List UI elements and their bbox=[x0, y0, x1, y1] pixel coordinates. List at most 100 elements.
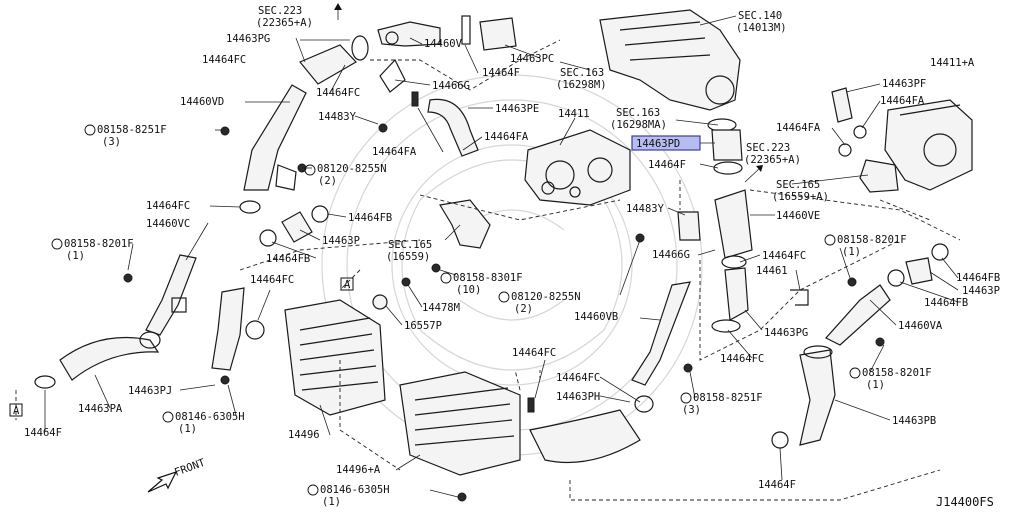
leader-lines bbox=[44, 15, 959, 498]
label-14463PE: 14463PE bbox=[495, 103, 539, 115]
hose-14463PB bbox=[799, 349, 836, 446]
label-14460V: 14460V bbox=[424, 38, 463, 50]
clamp-14464FA-c bbox=[707, 118, 737, 132]
label-bolt-08158-8251F-b: 08158-8251F bbox=[693, 392, 763, 404]
label-bolt-08158-8201F-c: 08158-8201F bbox=[862, 367, 932, 379]
hose-14463PG-b bbox=[724, 267, 749, 321]
assembly-lines bbox=[15, 39, 961, 501]
label-14483Y-b: 14483Y bbox=[626, 203, 665, 215]
label-14463PC: 14463PC bbox=[510, 53, 554, 65]
clamp-14464FB-a bbox=[311, 205, 329, 223]
label-14460VE: 14460VE bbox=[776, 210, 820, 222]
pipe-14460VB bbox=[631, 281, 691, 386]
arrows bbox=[147, 3, 763, 493]
bolt-08120-8255N-b bbox=[635, 233, 645, 243]
label-14463PJ: 14463PJ bbox=[128, 385, 172, 397]
label-14460VB: 14460VB bbox=[574, 311, 618, 323]
part-labels: SEC.223 (22365+A) 14463PG 14460V 14463PC… bbox=[13, 5, 1000, 508]
bolt-08158-8201F-c bbox=[875, 337, 885, 347]
label-16557P: 16557P bbox=[404, 320, 442, 332]
clamp-14464FC-d bbox=[721, 255, 747, 269]
clamp-14464F-c bbox=[34, 375, 56, 389]
label-14464FC-g: 14464FC bbox=[512, 347, 556, 359]
bolt-08158-8251F-b bbox=[683, 363, 693, 373]
gasket-14466G bbox=[379, 58, 406, 93]
ring-14464F bbox=[461, 15, 471, 45]
label-bolt-08158-8301F-qty: (10) bbox=[456, 284, 481, 296]
label-14411: 14411 bbox=[558, 108, 590, 120]
label-14483Y-a: 14483Y bbox=[318, 111, 357, 123]
label-bolt-08120-8255N-a: 08120-8255N bbox=[317, 163, 387, 175]
hose-14463PJ bbox=[211, 287, 245, 371]
label-sec163-a-sub: (16298M) bbox=[556, 79, 607, 91]
label-sec163-b: SEC.163 bbox=[616, 107, 660, 119]
pipe-14460VD bbox=[243, 84, 307, 191]
bolt-08146-6305H-a bbox=[220, 375, 230, 385]
pipe-sec165 bbox=[439, 199, 491, 249]
label-sec163-b-sub: (16298MA) bbox=[610, 119, 667, 131]
label-14464FA-d: 14464FA bbox=[484, 131, 529, 143]
label-bolt-08158-8201F-a: 08158-8201F bbox=[64, 238, 134, 250]
label-14464FC-f: 14464FC bbox=[720, 353, 764, 365]
label-sec140-sub: (14013M) bbox=[736, 22, 787, 34]
clip-14464FC-g bbox=[527, 397, 535, 413]
label-14464FB-d: 14464FB bbox=[924, 297, 968, 309]
hose-14463PA bbox=[59, 336, 160, 381]
label-sec223-top-sub: (22365+A) bbox=[256, 17, 313, 29]
b-circle-icon bbox=[307, 484, 319, 496]
label-bolt-08158-8201F-a-qty: (1) bbox=[66, 250, 85, 262]
label-14464FC-h: 14464FC bbox=[556, 372, 600, 384]
hose-14463P-a bbox=[281, 211, 313, 243]
diagram-id: J14400FS bbox=[936, 495, 994, 509]
label-14463PB: 14463PB bbox=[892, 415, 936, 427]
bolt-08158-8251F-a bbox=[220, 126, 230, 136]
label-sec165-a-sub: (16559+A) bbox=[772, 191, 829, 203]
b-circle-icon bbox=[304, 164, 316, 176]
front-arrow-icon bbox=[147, 470, 178, 493]
fitting-sec165-right bbox=[859, 159, 899, 193]
clip-14464FA bbox=[411, 91, 419, 107]
hose-14463PH bbox=[529, 409, 641, 464]
label-14464FA-a: 14464FA bbox=[880, 95, 925, 107]
label-14463P-b: 14463P bbox=[962, 285, 1000, 297]
ref-box-a-left bbox=[9, 403, 23, 417]
hose-14463PC bbox=[479, 17, 517, 51]
turbo-14411A bbox=[884, 99, 973, 191]
bolt-08158-8301F bbox=[431, 263, 441, 273]
label-bolt-08158-8251F-a: 08158-8251F bbox=[97, 124, 167, 136]
b-circle-icon bbox=[162, 411, 174, 423]
ref-box-a-mid bbox=[340, 277, 354, 291]
label-14464FB-a: 14464FB bbox=[348, 212, 392, 224]
label-14464F-a: 14464F bbox=[482, 67, 520, 79]
clamp-14464FC-f bbox=[711, 319, 741, 333]
label-14463PF: 14463PF bbox=[882, 78, 926, 90]
label-14496: 14496 bbox=[288, 429, 320, 441]
pipe-14460VC bbox=[145, 254, 197, 336]
front-label: FRONT bbox=[173, 457, 207, 479]
b-circle-icon bbox=[51, 238, 63, 250]
clamp-14464FC-e bbox=[245, 320, 265, 340]
bolt-08158-8201F-b bbox=[847, 277, 857, 287]
label-14464FA-b: 14464FA bbox=[372, 146, 417, 158]
label-14463PG-top: 14463PG bbox=[226, 33, 270, 45]
label-14478M: 14478M bbox=[422, 302, 460, 314]
label-bolt-08158-8301F: 08158-8301F bbox=[453, 272, 523, 284]
label-14496A: 14496+A bbox=[336, 464, 381, 476]
label-14464FB-c: 14464FB bbox=[956, 272, 1000, 284]
sensor-14483Y-b bbox=[677, 211, 701, 241]
pipe-14460VA bbox=[825, 284, 891, 346]
bolt-08158-8201F-a bbox=[123, 273, 133, 283]
label-bolt-08158-8201F-c-qty: (1) bbox=[866, 379, 885, 391]
hose-14463P-b bbox=[905, 257, 933, 285]
label-bolt-08158-8251F-b-qty: (3) bbox=[682, 404, 701, 416]
bracket-14461 bbox=[790, 289, 809, 306]
highlight-14463PD bbox=[631, 135, 701, 151]
b-circle-icon bbox=[84, 124, 96, 136]
label-14460VA: 14460VA bbox=[898, 320, 943, 332]
label-14464F-b: 14464F bbox=[648, 159, 686, 171]
clamp-14464FC-h bbox=[634, 395, 654, 413]
clamp-14464F-b bbox=[713, 161, 743, 175]
label-14464FC-a: 14464FC bbox=[202, 54, 246, 66]
label-bolt-08146-6305H-a: 08146-6305H bbox=[175, 411, 245, 423]
